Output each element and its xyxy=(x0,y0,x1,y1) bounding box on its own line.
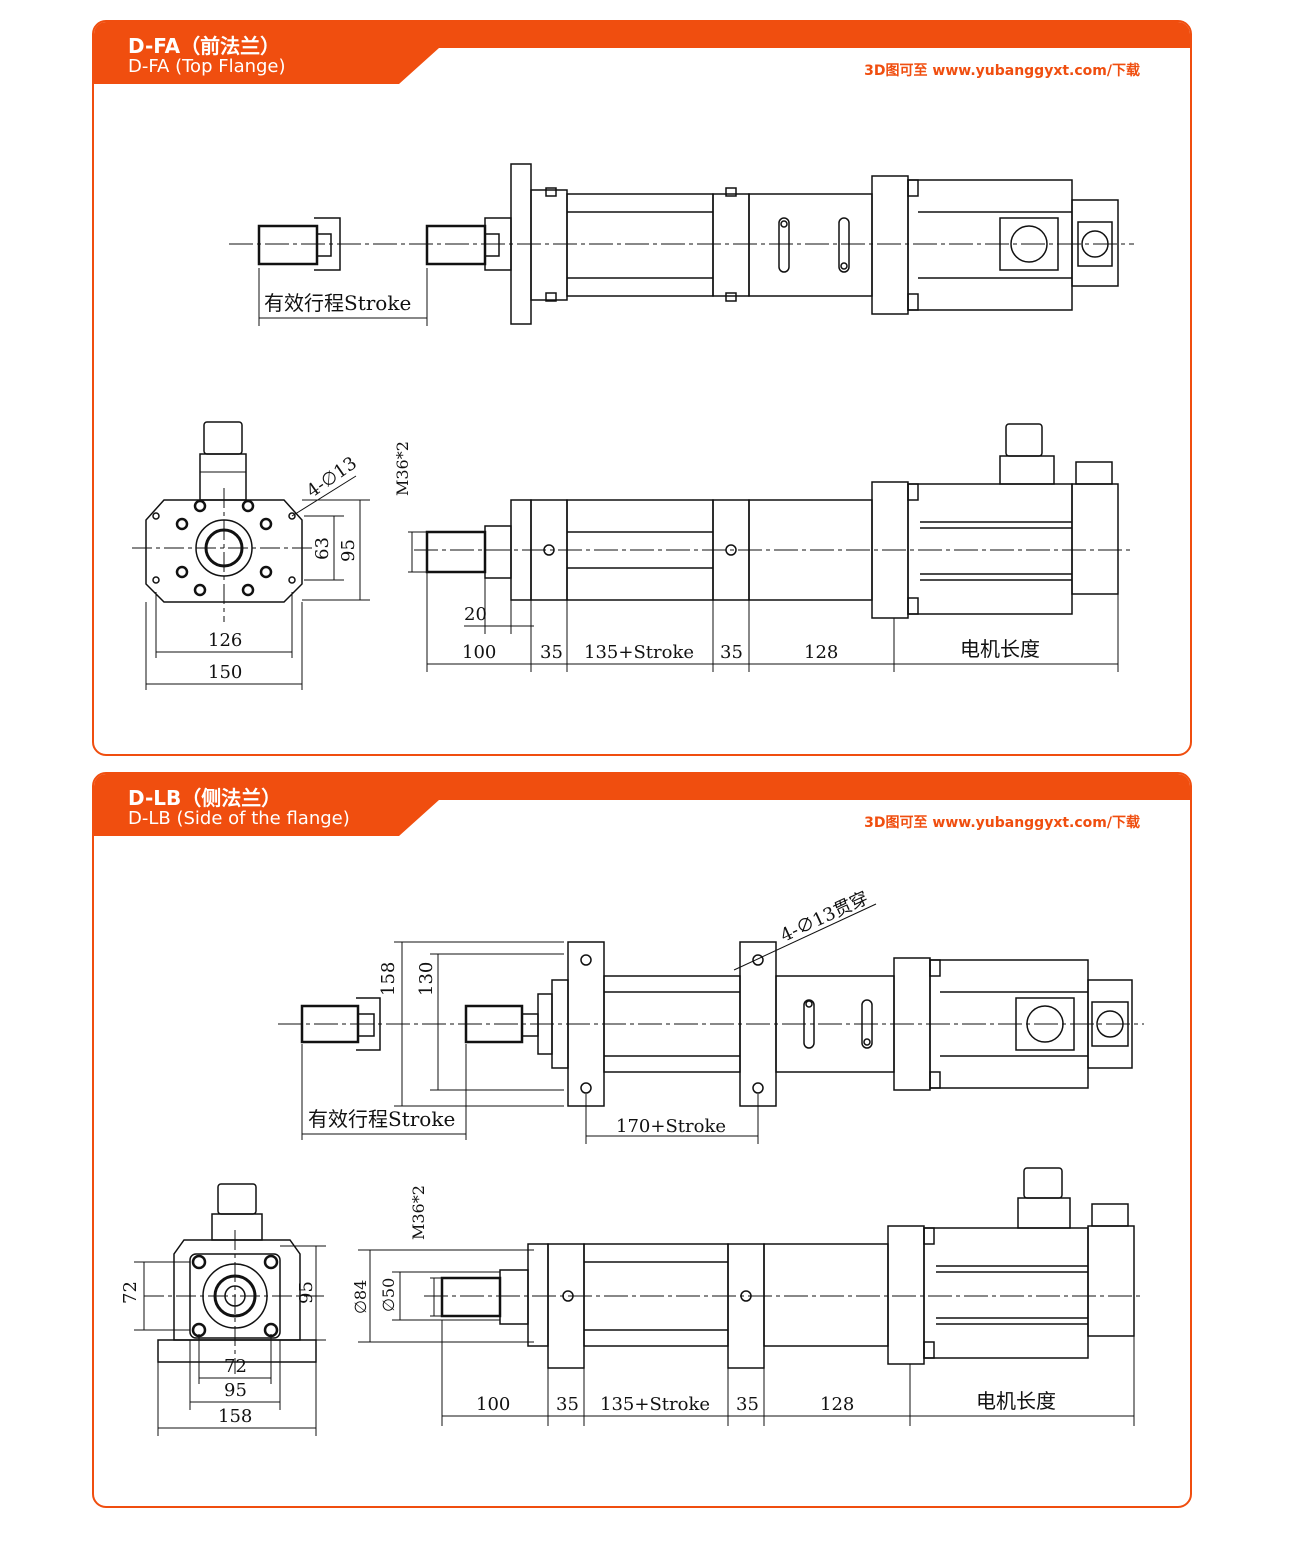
dim-150: 150 xyxy=(208,662,242,683)
panel-side-flange: D-LB（侧法兰） D-LB (Side of the flange) 3D图可… xyxy=(92,772,1192,1508)
dim-100: 100 xyxy=(462,642,496,663)
technical-drawing-side-flange: 158 130 4-∅13贯穿 有效行程Stroke 170+Stroke 72… xyxy=(120,888,1144,1436)
dim-35b: 35 xyxy=(720,642,743,663)
technical-drawing-top-flange: 有效行程Stroke 4-∅13 63 95 126 150 M36*2 20 … xyxy=(132,163,1134,690)
dim-128: 128 xyxy=(804,642,838,663)
section-subtitle: D-LB (Side of the flange) xyxy=(128,808,350,829)
dim-100: 100 xyxy=(476,1394,510,1415)
stroke-label: 有效行程Stroke xyxy=(264,291,411,315)
dim-126: 126 xyxy=(208,630,242,651)
section-title: D-FA（前法兰） xyxy=(128,34,281,58)
thread-label: M36*2 xyxy=(393,441,412,496)
dim-158: 158 xyxy=(218,1406,252,1427)
dim-158-vertical: 158 xyxy=(378,962,399,996)
motor-length-label: 电机长度 xyxy=(976,1389,1056,1413)
holes-label: 4-∅13 xyxy=(303,453,361,502)
dim-d84: ∅84 xyxy=(351,1280,370,1314)
dim-35b: 35 xyxy=(736,1394,759,1415)
dim-35a: 35 xyxy=(556,1394,579,1415)
dim-128: 128 xyxy=(820,1394,854,1415)
dim-135-stroke: 135+Stroke xyxy=(600,1394,710,1415)
dim-95: 95 xyxy=(338,539,359,562)
header-banner xyxy=(94,22,1190,84)
stroke-label: 有效行程Stroke xyxy=(308,1107,455,1131)
dim-170-stroke: 170+Stroke xyxy=(616,1116,726,1137)
section-title: D-LB（侧法兰） xyxy=(128,786,282,810)
dim-135-stroke: 135+Stroke xyxy=(584,642,694,663)
dim-63: 63 xyxy=(312,537,333,560)
download-link[interactable]: 3D图可至 www.yubanggyxt.com/下载 xyxy=(864,63,1140,79)
motor-length-label: 电机长度 xyxy=(960,637,1040,661)
download-link[interactable]: 3D图可至 www.yubanggyxt.com/下载 xyxy=(864,815,1140,831)
dim-35a: 35 xyxy=(540,642,563,663)
dim-20: 20 xyxy=(464,604,487,625)
dim-d50: ∅50 xyxy=(379,1278,398,1312)
holes-through-label: 4-∅13贯穿 xyxy=(777,888,871,947)
thread-label: M36*2 xyxy=(409,1185,428,1240)
panel-top-flange: D-FA（前法兰） D-FA (Top Flange) 3D图可至 www.yu… xyxy=(92,20,1192,756)
dim-95-vertical: 95 xyxy=(296,1281,317,1304)
dim-72-vertical: 72 xyxy=(120,1281,141,1304)
dim-72: 72 xyxy=(224,1356,247,1377)
dim-130-vertical: 130 xyxy=(416,962,437,996)
section-subtitle: D-FA (Top Flange) xyxy=(128,56,286,77)
dim-95: 95 xyxy=(224,1380,247,1401)
header-banner xyxy=(94,774,1190,836)
